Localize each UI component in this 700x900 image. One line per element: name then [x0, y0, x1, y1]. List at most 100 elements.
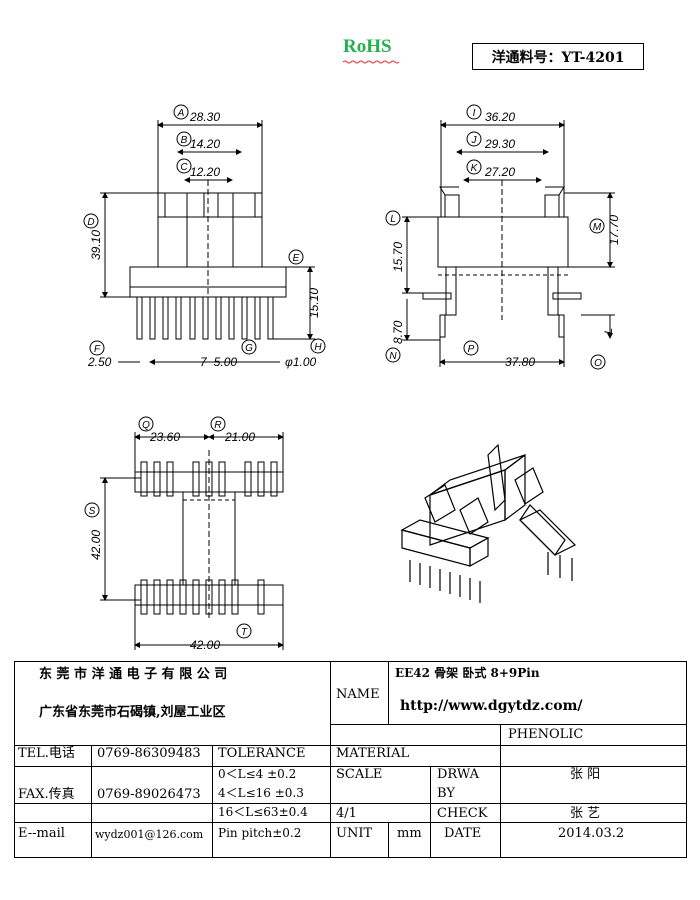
dim-text: 2.50: [87, 355, 112, 369]
checked-by-value: 张 艺: [570, 806, 601, 821]
fax-label: FAX.传真: [18, 787, 75, 802]
dim-text: 39.10: [89, 230, 103, 260]
fax-value: 0769-89026473: [97, 787, 201, 802]
svg-text:R: R: [214, 420, 221, 431]
drawn-by-label-2: BY: [437, 786, 455, 801]
svg-text:H: H: [314, 342, 322, 353]
company-address: 广东省东莞市石碣镇,刘屋工业区: [39, 705, 226, 720]
dim-text: 21.00: [224, 430, 255, 444]
svg-text:K: K: [471, 163, 479, 174]
callout-i: I: [466, 104, 482, 120]
svg-text:T: T: [241, 627, 248, 638]
dim-text: 14.20: [190, 137, 220, 151]
callout-g: G: [241, 339, 257, 355]
dim-text: 15.10: [307, 288, 321, 318]
scale-label: SCALE: [336, 767, 383, 782]
svg-text:L: L: [390, 214, 396, 225]
website-link[interactable]: http://www.dgytdz.com/: [400, 698, 583, 714]
isometric-view: [400, 443, 577, 603]
callout-l: L: [385, 210, 401, 226]
callout-k: K: [466, 159, 482, 175]
svg-text:C: C: [180, 162, 188, 173]
dim-text: 42.00: [89, 530, 103, 560]
bottom-pins-bottom: [140, 579, 265, 615]
dim-text: 28.30: [189, 110, 220, 124]
dim-text: 36.20: [485, 110, 515, 124]
dim-text: 15.70: [391, 242, 405, 272]
callout-f: F: [89, 340, 105, 356]
pin-pitch-tolerance: Pin pitch±0.2: [218, 826, 302, 840]
dim-text: 42.00: [190, 638, 220, 652]
material-label: MATERIAL: [336, 746, 410, 761]
email-label: E--mail: [18, 826, 65, 841]
svg-text:A: A: [177, 108, 185, 119]
callout-r: R: [210, 416, 226, 432]
svg-text:N: N: [389, 351, 397, 362]
tel-value: 0769-86309483: [97, 746, 201, 761]
drawn-by-label-1: DRWA: [437, 767, 480, 782]
callout-p: P: [463, 340, 479, 356]
dim-text: 23.60: [149, 430, 180, 444]
svg-text:J: J: [471, 135, 478, 146]
svg-text:G: G: [245, 343, 253, 354]
unit-label: UNIT: [336, 826, 373, 841]
tolerance-range-2: 4＜L≤16 ±0.3: [218, 786, 304, 800]
material-value: PHENOLIC: [508, 727, 584, 742]
unit-value: mm: [397, 826, 422, 841]
email-value: wydz001@126.com: [95, 828, 204, 841]
callout-m: M: [589, 218, 605, 234]
svg-text:D: D: [87, 217, 94, 228]
callout-b: B: [176, 131, 192, 147]
date-value: 2014.03.2: [558, 826, 625, 841]
tel-label: TEL.电话: [18, 746, 75, 761]
dim-text: 7−5.00: [200, 355, 237, 369]
callout-d: D: [83, 213, 99, 229]
side-view: [402, 120, 615, 367]
dim-text: 12.20: [190, 165, 220, 179]
svg-text:O: O: [594, 358, 602, 369]
dim-text: 27.20: [484, 165, 515, 179]
bottom-pins-top: [140, 461, 278, 497]
tolerance-label: TOLERANCE: [218, 746, 306, 761]
callout-n: N: [385, 347, 401, 363]
check-label: CHECK: [437, 806, 488, 821]
tolerance-range-3: 16＜L≤63±0.4: [218, 805, 308, 819]
bottom-view: [100, 432, 284, 650]
callout-j: J: [466, 131, 482, 147]
date-label: DATE: [444, 826, 482, 841]
svg-text:M: M: [593, 222, 602, 233]
product-name: EE42 骨架 卧式 8+9Pin: [395, 666, 540, 680]
callout-e: E: [288, 249, 304, 265]
dim-text: 8.70: [391, 320, 405, 344]
svg-text:P: P: [468, 344, 475, 355]
svg-text:E: E: [293, 253, 300, 264]
callout-s: S: [84, 502, 100, 518]
dim-text: 29.30: [484, 137, 515, 151]
rohs-spellcheck-underline: [343, 60, 400, 64]
company-name: 东 莞 市 洋 通 电 子 有 限 公 司: [39, 667, 228, 682]
svg-text:S: S: [89, 506, 96, 517]
svg-text:B: B: [181, 135, 188, 146]
front-view: [100, 120, 315, 365]
front-pins: [136, 296, 274, 340]
scale-value: 4/1: [336, 806, 357, 821]
name-label: NAME: [336, 687, 380, 702]
svg-text:Q: Q: [142, 420, 150, 431]
callout-a: A: [173, 104, 189, 120]
callout-t: T: [236, 623, 252, 639]
callout-c: C: [176, 158, 192, 174]
dim-text: φ1.00: [285, 355, 317, 369]
rohs-label: RoHS: [343, 36, 392, 57]
dim-text: 17.70: [607, 215, 621, 245]
callout-o: O: [590, 354, 606, 370]
svg-text:I: I: [473, 108, 476, 119]
dim-text: 37.80: [505, 355, 535, 369]
tolerance-range-1: 0＜L≤4 ±0.2: [218, 767, 297, 781]
callout-q: Q: [138, 416, 154, 432]
dim-l-label: L: [603, 328, 615, 334]
part-number-box: 洋通料号：YT-4201: [472, 43, 644, 70]
drawn-by-value: 张 阳: [570, 767, 601, 782]
callout-h: H: [310, 338, 326, 354]
svg-text:F: F: [94, 344, 101, 355]
